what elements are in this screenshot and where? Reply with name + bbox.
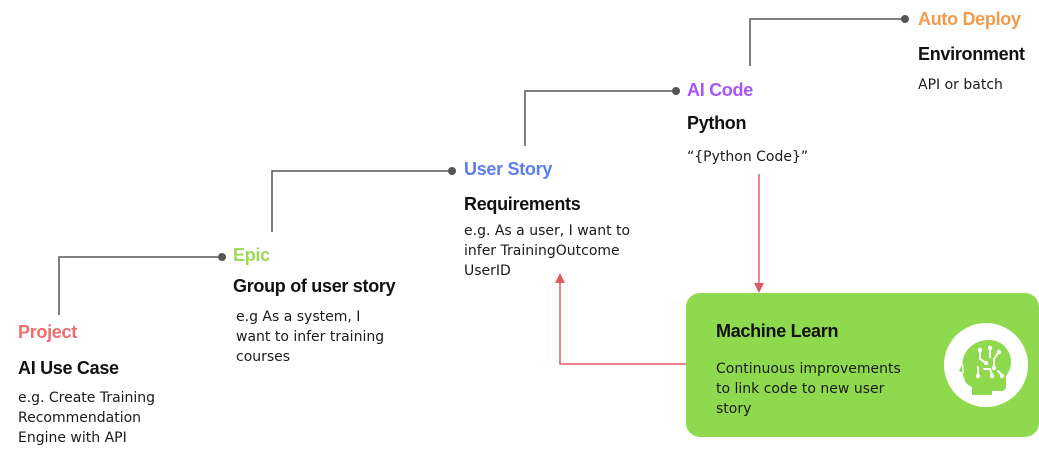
userstory-heading: Requirements (464, 194, 581, 214)
userstory-desc-line: UserID (464, 263, 511, 279)
userstory-title: User Story (464, 159, 553, 179)
ml-desc: Continuous improvements to link code to … (716, 359, 931, 419)
epic-title: Epic (233, 245, 270, 265)
userstory-desc-line: infer TrainingOutcome (464, 243, 620, 259)
project-desc-line: Engine with API (18, 430, 127, 446)
aicode-title: AI Code (687, 80, 753, 100)
autodeploy-title: Auto Deploy (918, 9, 1021, 29)
machine-learn-box: Machine Learn Continuous improvements to… (686, 293, 1039, 437)
connector-dot-userstory (448, 167, 456, 175)
userstory-desc: e.g. As a user, I want to infer Training… (464, 221, 630, 281)
connector-dot-autodeploy (901, 15, 909, 23)
project-desc-line: Recommendation (18, 410, 142, 426)
epic-desc-line: e.g As a system, I (236, 309, 361, 325)
aicode-desc: “{Python Code}” (687, 147, 808, 167)
autodeploy-desc: API or batch (918, 75, 1003, 95)
project-title: Project (18, 322, 77, 342)
project-heading: AI Use Case (18, 358, 119, 378)
ml-title: Machine Learn (716, 321, 839, 341)
ml-desc-line: to link code to new user (716, 381, 885, 397)
epic-desc-line: want to infer training (236, 329, 385, 345)
connector-epic-userstory (271, 170, 450, 232)
epic-desc: e.g As a system, I want to infer trainin… (236, 307, 384, 367)
aicode-heading: Python (687, 113, 747, 133)
project-desc-line: e.g. Create Training (18, 390, 156, 406)
connector-aicode-autodeploy (749, 18, 903, 66)
autodeploy-heading: Environment (918, 44, 1025, 64)
ml-desc-line: Continuous improvements (716, 361, 901, 377)
epic-heading: Group of user story (233, 276, 396, 296)
aicode-desc-line: “{Python Code}” (687, 149, 809, 165)
connector-userstory-aicode (524, 90, 674, 146)
ml-desc-line: story (716, 401, 752, 417)
connector-dot-epic (218, 253, 226, 261)
brain-head-icon (944, 323, 1028, 407)
autodeploy-desc-line: API or batch (918, 77, 1003, 93)
connector-project-epic (58, 256, 220, 315)
arrow-ml-to-userstory (555, 273, 686, 365)
userstory-desc-line: e.g. As a user, I want to (464, 223, 631, 239)
epic-desc-line: courses (236, 349, 291, 365)
project-desc: e.g. Create Training Recommendation Engi… (18, 388, 155, 448)
connector-dot-aicode (672, 87, 680, 95)
